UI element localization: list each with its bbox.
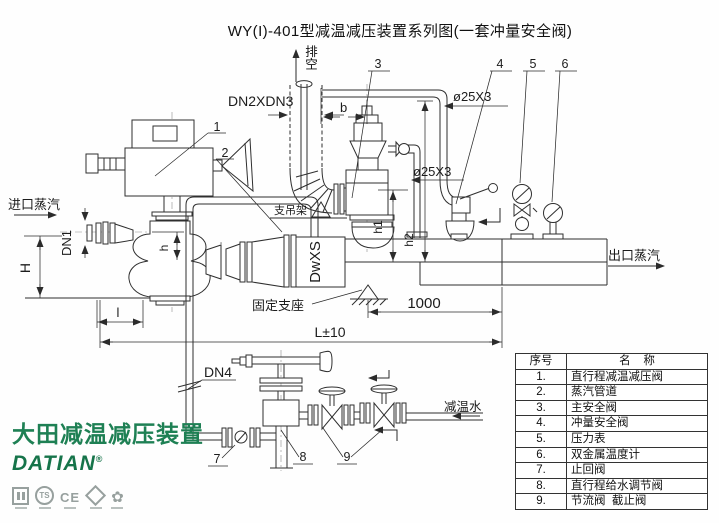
parts-list-table: 序号 名 称 1.直行程减温减压阀 2.蒸汽管道 3.主安全阀 4.冲量安全阀 … [515,353,708,510]
label-outlet-steam: 出口蒸汽 [608,248,660,263]
table-header-row: 序号 名 称 [515,353,708,370]
column-header-name: 名 称 [566,353,708,370]
vent-label: 排空 [303,45,317,70]
callout-2: 2 [222,146,229,160]
ce-badge: CE [60,490,80,509]
outlet-pipe [345,238,608,286]
callout-leaders [154,70,577,467]
branding-block: 大田减温减压装置 DATIAN® TS CE ✿ [12,421,204,509]
water-riser [177,196,319,440]
expander-section [220,234,346,288]
flow-arrows [14,49,665,441]
hanger-support-symbol [270,201,347,219]
label-dim-h2: h2 [402,233,416,247]
water-supply-pipe [406,412,483,421]
label-dim-L: L±10 [314,324,345,340]
fixed-support-leader [311,289,363,305]
table-row: 7.止回阀 [515,462,708,479]
sensing-pipe [406,144,428,238]
label-pipe-25x3-top: ø25X3 [453,89,491,104]
inlet-nozzle [86,221,134,245]
vent-stack [289,80,347,215]
table-row: 9.节流阀 截止阀 [515,493,708,510]
label-dn2xdn3: DN2XDN3 [228,93,294,109]
label-dim-H: H [17,263,33,273]
callout-6: 6 [562,57,569,71]
ce-badge-icon: CE [60,489,81,505]
pressure-gauge [510,184,538,240]
table-row: 4.冲量安全阀 [515,415,708,432]
callout-4: 4 [497,57,504,71]
label-dim-1000: 1000 [407,295,440,312]
datian-logo-text: DATIAN [12,451,96,475]
label-dim-h: h [157,245,171,252]
label-dim-l: l [117,305,120,320]
table-row: 3.主安全阀 [515,399,708,417]
label-dim-h1: h1 [371,220,385,234]
api-badge-icon [84,484,107,506]
label-dwxs: DwXS [307,241,324,283]
dwxs-body [295,236,346,288]
ts-badge-icon: TS [35,485,54,505]
registered-mark: ® [95,453,104,464]
callout-1: 1 [214,120,221,134]
impulse-safety-valve [445,183,498,242]
callout-3: 3 [375,57,382,71]
dn4-leader [187,379,236,390]
fixed-support-symbol [350,284,388,306]
iso-badge-icon [12,486,29,505]
table-row: 5.压力表 [515,430,708,448]
label-inlet-steam: 进口蒸汽 [8,197,60,212]
callout-8: 8 [300,450,307,464]
label-pipe-25x3-mid: ø25X3 [413,164,451,179]
pilot-stem [388,145,396,153]
label-dn1: DN1 [59,230,74,256]
api-badge [84,484,107,509]
drawing-title: WY(I)-401型减温减压装置系列图(一套冲量安全阀) [227,23,573,40]
globe-valve-2 [354,384,407,429]
globe-valve-1 [299,386,355,431]
label-fixed-support: 固定支座 [252,298,304,313]
column-header-no: 序号 [515,353,567,370]
check-valve [193,427,276,448]
table-row: 8.直行程给水调节阀 [515,477,708,495]
iso-badge [12,486,29,509]
reducing-valve-body [25,220,222,306]
feedwater-control-valve [231,350,333,469]
ts-badge: TS [35,485,54,509]
valve-actuator [85,119,254,221]
company-name: 大田减温减压装置 [12,421,204,447]
thermometer [542,203,564,240]
callout-7: 7 [214,452,221,466]
cnpc-badge: ✿ [111,490,124,509]
callout-9: 9 [344,450,351,464]
label-dn4: DN4 [204,364,232,380]
datian-logo: DATIAN® [12,452,204,476]
table-row: 2.蒸汽管道 [515,384,708,401]
callout-5: 5 [530,57,537,71]
label-water: 减温水 [444,400,482,414]
table-row: 1.直行程减温减压阀 [515,368,708,386]
table-row: 6.双金属温度计 [515,446,708,464]
dimensions [24,88,508,390]
label-hanger: 支吊架 [274,204,307,217]
label-dim-b: b [340,100,347,115]
cnpc-badge-icon: ✿ [111,488,124,506]
certification-badges: TS CE ✿ [12,483,204,509]
